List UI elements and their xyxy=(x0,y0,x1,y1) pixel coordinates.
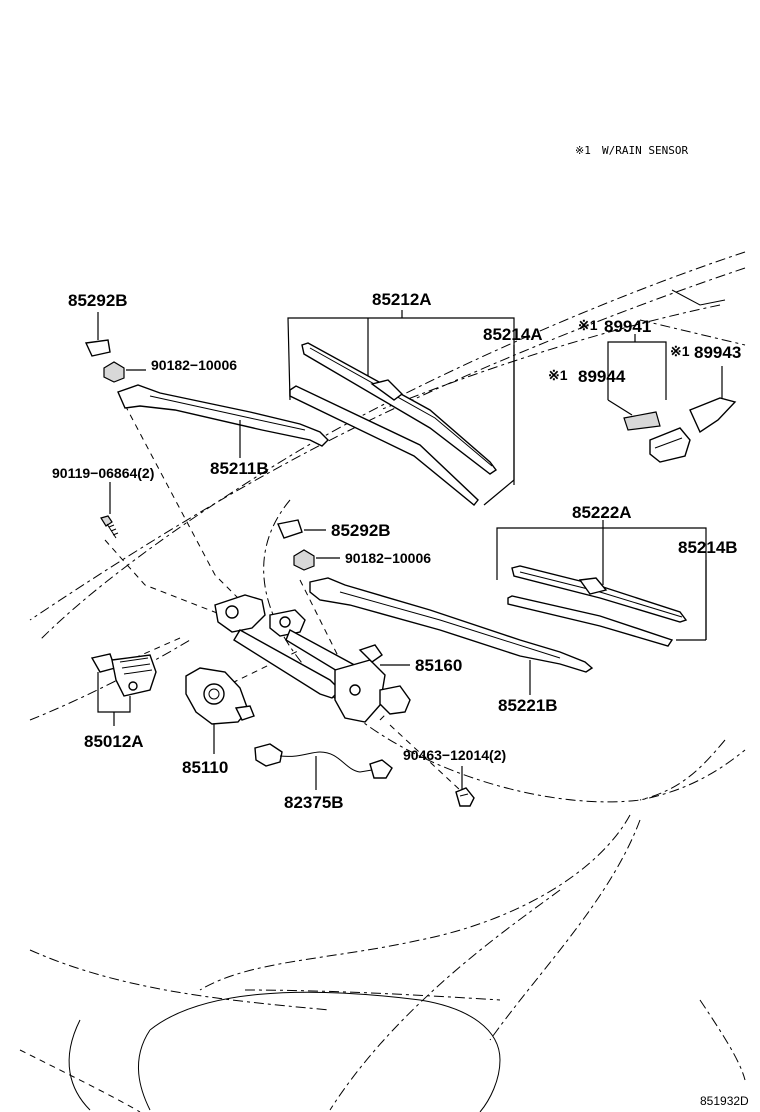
wiper-blade-rubber-85214B xyxy=(507,595,674,647)
bolt-90119 xyxy=(100,515,119,539)
wiper-arm-85221B xyxy=(309,577,594,673)
label-85221B: 85221B xyxy=(498,696,558,715)
rain-sensor-group: ※1 89941 ※1 89944 ※1 89943 xyxy=(548,317,741,463)
sensor-cover xyxy=(689,397,737,434)
rain-sensor-note-symbol: ※1 xyxy=(575,144,591,157)
label-85292B-top: 85292B xyxy=(68,291,128,310)
label-90463: 90463−12014(2) xyxy=(403,747,506,763)
label-90119: 90119−06864(2) xyxy=(52,465,154,481)
wiper-motor-85110 xyxy=(185,667,255,725)
label-90182-top: 90182−10006 xyxy=(151,357,237,373)
wiper-motor-bracket-85012A xyxy=(90,653,157,697)
label-85012A: 85012A xyxy=(84,732,144,751)
wire-harness-82375B xyxy=(254,743,393,779)
clip-90463 xyxy=(455,787,475,807)
label-85160: 85160 xyxy=(415,656,462,675)
label-89944: 89944 xyxy=(578,367,626,386)
label-85212A: 85212A xyxy=(372,290,432,309)
illustration-reference-number: 851932D xyxy=(700,1094,749,1108)
rain-sensor-note-text: W/RAIN SENSOR xyxy=(602,144,688,157)
label-82375B: 82375B xyxy=(284,793,344,812)
label-85222A: 85222A xyxy=(572,503,632,522)
sensor-pad xyxy=(623,411,661,431)
nut-mid xyxy=(293,549,315,571)
label-85214B: 85214B xyxy=(678,538,738,557)
label-90182-mid: 90182−10006 xyxy=(345,550,431,566)
label-85211B: 85211B xyxy=(210,459,269,478)
rain-sensor-body xyxy=(649,427,691,463)
wiper-arm-cap-front-left xyxy=(84,339,111,357)
label-85292B-mid: 85292B xyxy=(331,521,391,540)
wiper-blade-rubber-85214A xyxy=(289,385,479,506)
label-85110: 85110 xyxy=(182,758,228,777)
label-89943: 89943 xyxy=(694,343,741,362)
label-89941: 89941 xyxy=(604,317,651,336)
vehicle-body-outline xyxy=(19,251,746,1112)
label-89941-mark: ※1 xyxy=(578,317,598,333)
nut-top xyxy=(103,361,125,383)
label-89943-mark: ※1 xyxy=(670,343,690,359)
wiper-arm-cap-front-right xyxy=(277,519,303,539)
wiper-arm-85211B xyxy=(117,384,329,447)
label-85214A: 85214A xyxy=(483,325,543,344)
wiper-blade-front-A xyxy=(301,342,498,475)
wiper-blade-front-B xyxy=(511,565,688,623)
wiper-link-assembly-85160 xyxy=(214,594,411,723)
assembly-dash-leaders xyxy=(104,404,461,791)
label-89944-mark: ※1 xyxy=(548,367,568,383)
